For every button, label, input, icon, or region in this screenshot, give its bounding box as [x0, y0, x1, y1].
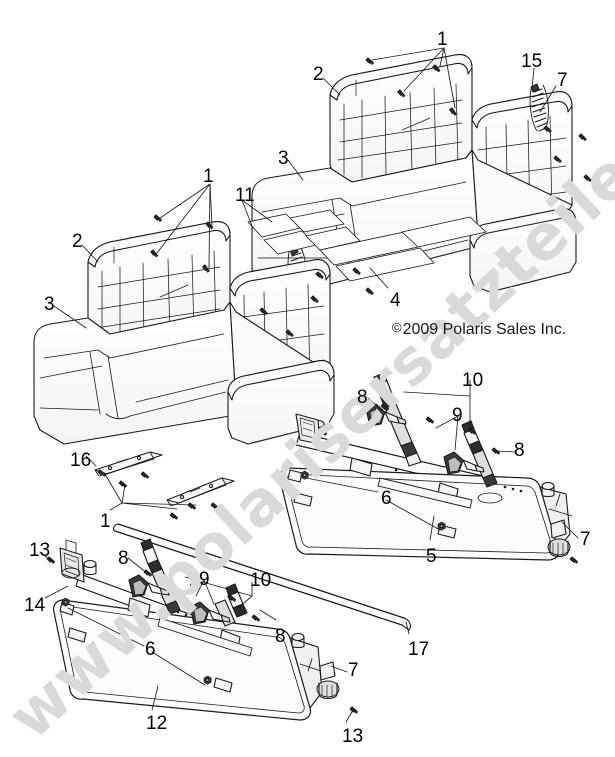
callout-8: 8 [275, 626, 286, 647]
latch-rear [547, 519, 571, 558]
callout-9: 9 [452, 405, 463, 426]
callout-9: 9 [199, 569, 210, 590]
callout-10: 10 [250, 570, 272, 591]
buckle-upper-right [365, 403, 407, 427]
callout-4: 4 [390, 290, 401, 311]
callout-8: 8 [118, 548, 129, 569]
callout-13: 13 [342, 726, 364, 747]
bracket-strap-upper [94, 451, 163, 477]
buckle-upper-left [128, 574, 170, 598]
callout-12: 12 [146, 713, 168, 734]
callout-16: 16 [70, 450, 92, 471]
callout-3: 3 [278, 148, 289, 169]
callout-15: 15 [521, 51, 543, 72]
latch-front [316, 661, 340, 700]
callout-3: 3 [44, 294, 55, 315]
callout-11: 11 [235, 185, 255, 206]
callout-8: 8 [514, 440, 525, 461]
callout-10: 10 [462, 370, 484, 391]
callout-1: 1 [203, 166, 214, 187]
upper-seat-assembly [251, 54, 577, 293]
callout-6: 6 [381, 488, 392, 509]
callout-13: 13 [29, 540, 51, 561]
copyright-text: 2009 Polaris Sales Inc. [402, 321, 567, 338]
copyright-notice: ©2009 Polaris Sales Inc. [392, 320, 566, 339]
callout-14: 14 [24, 595, 46, 616]
copyright-symbol: © [392, 320, 402, 335]
callout-7: 7 [557, 70, 568, 91]
callout-2: 2 [313, 64, 324, 85]
callout-1: 1 [437, 29, 448, 50]
callout-5: 5 [426, 546, 437, 567]
buckle-lower-right [443, 451, 485, 475]
belt-upper-left [140, 538, 181, 615]
callout-8: 8 [357, 387, 368, 408]
spring-rear [529, 83, 549, 132]
buckle-lower-left [189, 601, 231, 625]
leader-lines [39, 47, 579, 723]
callout-1: 1 [100, 511, 111, 532]
bracket-strap-lower [166, 477, 235, 507]
lower-seat-assembly [33, 221, 335, 445]
callout-17: 17 [408, 639, 430, 660]
callout-7: 7 [348, 660, 359, 681]
callout-6: 6 [145, 639, 156, 660]
rear-seat-frame [278, 413, 573, 561]
callout-2: 2 [72, 231, 83, 252]
pivot-rod [113, 523, 411, 631]
callout-7: 7 [580, 529, 591, 550]
